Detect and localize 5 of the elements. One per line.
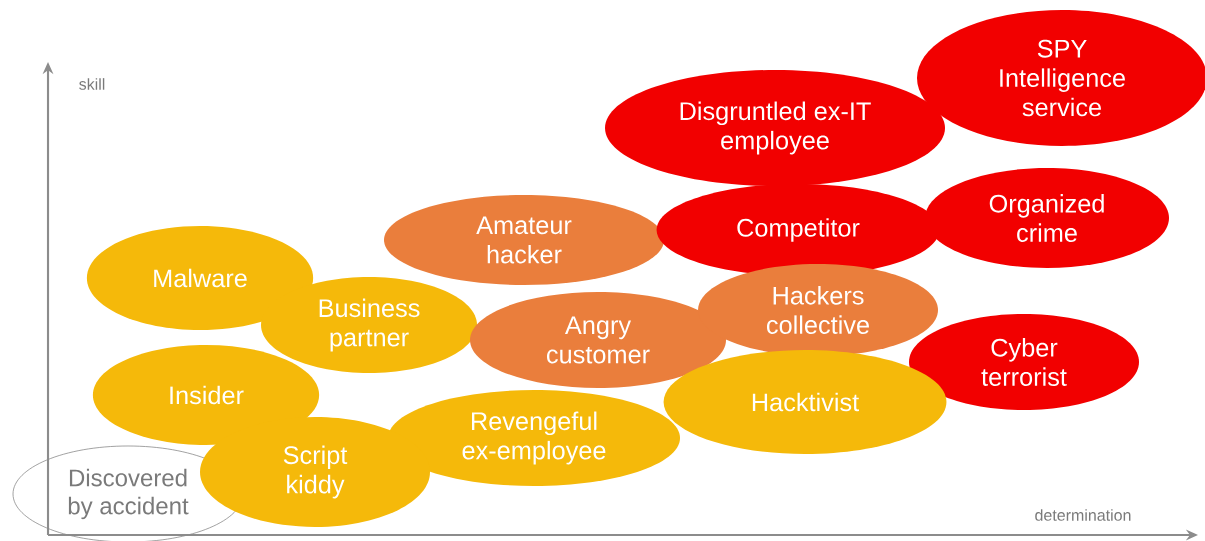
node-label: Business partner (319, 298, 420, 352)
axis-label: determination (1035, 509, 1131, 521)
axis-label: skill (79, 78, 105, 90)
node-label: Revengeful ex-employee (462, 411, 606, 465)
node-label: Script kiddy (283, 445, 348, 499)
